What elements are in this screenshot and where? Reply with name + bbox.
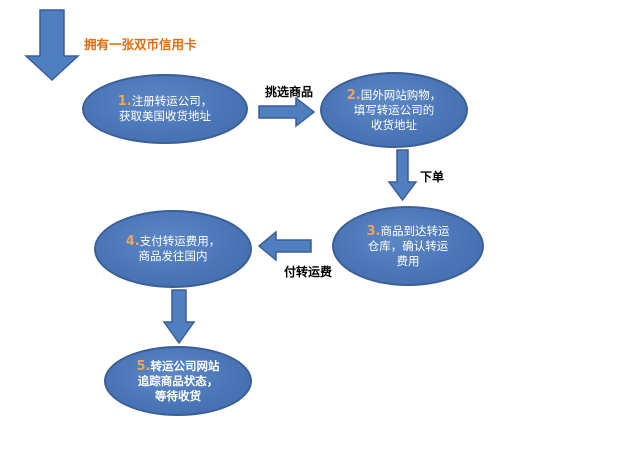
edge-label-select-goods: 挑选商品 — [265, 85, 314, 99]
edge-label-pay-shipping: 付转运费 — [284, 265, 333, 279]
step-5-line3: 等待收货 — [154, 388, 201, 403]
step-2-line3: 收货地址 — [370, 117, 417, 132]
step-5-node: 5.转运公司网站 追踪商品状态， 等待收货 — [104, 346, 252, 416]
step-1-line1: 注册转运公司， — [131, 94, 213, 108]
step-1-number: 1. — [117, 94, 132, 109]
step-3-line1: 商品到达转运 — [380, 223, 450, 238]
diagram-title: 拥有一张双币信用卡 — [84, 37, 197, 52]
step-4-line1: 支付转运费用， — [139, 234, 221, 248]
step-2-node: 2.国外网站购物， 填写转运公司的 收货地址 — [320, 72, 468, 148]
step-2-line2: 填写转运公司的 — [353, 102, 435, 117]
step-3-line3: 费用 — [396, 253, 420, 268]
step-4-node: 4.支付转运费用， 商品发往国内 — [94, 210, 252, 288]
step-4-line2: 商品发往国内 — [138, 249, 208, 263]
arrow-step2-to-step3 — [387, 149, 418, 202]
edge-label-place-order: 下单 — [420, 170, 445, 184]
step-5-number: 5. — [136, 358, 151, 374]
step-5-line1: 转运公司网站 — [150, 358, 220, 373]
step-1-node: 1.注册转运公司， 获取美国收货地址 — [82, 74, 248, 144]
step-1-line2: 获取美国收货地址 — [118, 109, 211, 123]
arrow-step4-to-step5 — [162, 289, 196, 345]
step-3-node: 3.商品到达转运 仓库，确认转运 费用 — [332, 206, 484, 286]
arrow-step1-to-step2 — [258, 96, 316, 128]
step-3-line2: 仓库，确认转运 — [367, 238, 449, 253]
arrow-step3-to-step4 — [257, 230, 312, 262]
step-3-number: 3. — [366, 223, 381, 239]
start-arrow — [24, 9, 80, 82]
step-2-number: 2. — [346, 87, 361, 103]
step-4-number: 4. — [125, 234, 140, 249]
step-5-line2: 追踪商品状态， — [137, 373, 219, 388]
step-2-line1: 国外网站购物， — [360, 87, 442, 102]
